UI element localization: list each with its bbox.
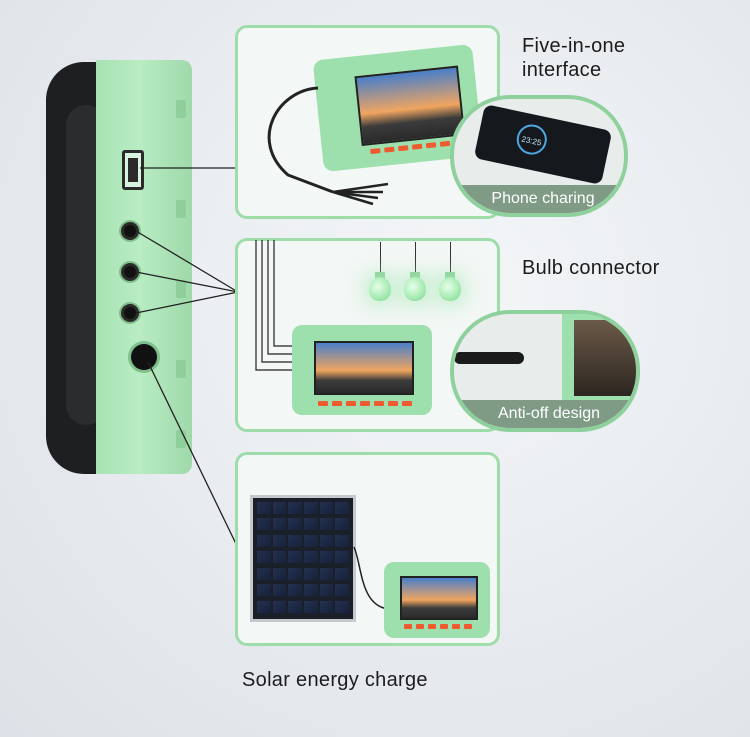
dc-input-jack — [131, 344, 157, 370]
anti-off-caption: Anti-off design — [454, 400, 636, 428]
bulb-wire — [450, 242, 451, 272]
device-rib — [176, 200, 186, 218]
device-rib — [176, 430, 186, 448]
device-screen-2 — [314, 341, 414, 395]
bulb-wire — [415, 242, 416, 272]
bulb-connector-title: Bulb connector — [522, 257, 660, 279]
usb-port-inner — [128, 158, 138, 182]
device-buttons-3 — [404, 624, 472, 629]
device-side-body — [96, 60, 192, 474]
anti-off-callout: Anti-off design — [450, 310, 640, 432]
dc-plug — [454, 352, 524, 364]
device-front-2 — [292, 325, 432, 415]
phone-image: 23:25 — [473, 104, 613, 185]
led-bulb-1 — [369, 277, 391, 301]
bulb-cap — [445, 272, 455, 278]
bulb-jack-1 — [121, 222, 139, 240]
device-front-3 — [384, 562, 490, 638]
bulb-wire — [380, 242, 381, 272]
phone-charging-caption: Phone charing — [454, 185, 624, 213]
device-closeup-screen — [574, 320, 636, 396]
multi-cable — [267, 86, 389, 206]
device-closeup — [562, 314, 636, 404]
solar-panel — [250, 495, 356, 622]
bulb-cables — [255, 240, 293, 371]
led-bulb-2 — [404, 277, 426, 301]
solar-charge-title: Solar energy charge — [242, 669, 428, 691]
solar-cable — [353, 546, 389, 610]
device-screen-3 — [400, 576, 478, 620]
device-buttons-2 — [318, 401, 412, 406]
phone-callout: 23:25 Phone charing — [450, 95, 628, 217]
device-rib — [176, 360, 186, 378]
bulb-cap — [410, 272, 420, 278]
five-in-one-title: Five-in-one interface — [522, 35, 626, 81]
device-rib — [176, 280, 186, 298]
bulb-cap — [375, 272, 385, 278]
phone-clock: 23:25 — [513, 121, 550, 158]
device-rib — [176, 100, 186, 118]
led-bulb-3 — [439, 277, 461, 301]
